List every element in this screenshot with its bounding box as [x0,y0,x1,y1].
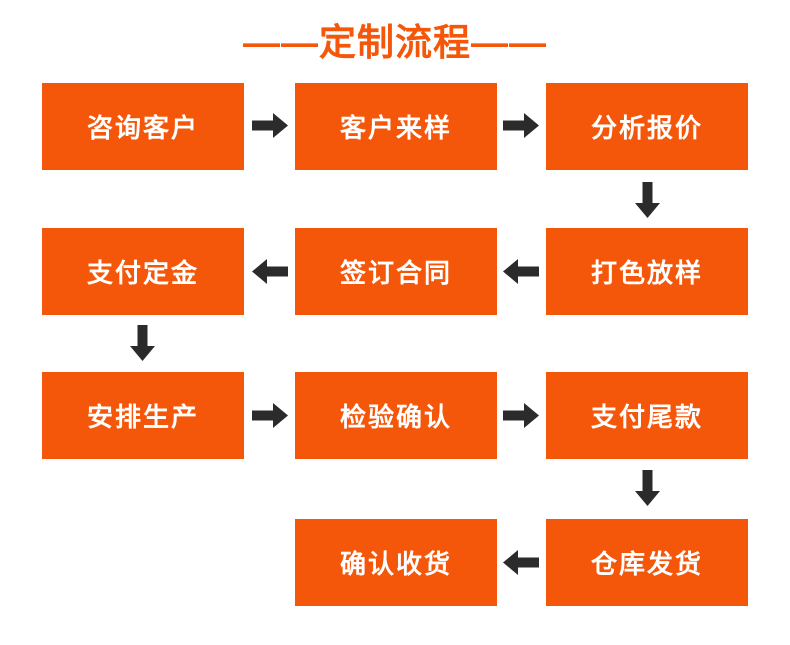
arrow-left-icon [503,259,539,284]
arrow-down-icon [635,470,660,506]
arrow-left-icon [503,550,539,575]
step-pay-balance: 支付尾款 [546,372,748,459]
arrow-left-icon [252,259,288,284]
step-warehouse-ship: 仓库发货 [546,519,748,606]
step-analyze-quote: 分析报价 [546,83,748,170]
page-title: ——定制流程—— [243,22,547,63]
step-color-proofing: 打色放样 [546,228,748,315]
step-inspection-confirm: 检验确认 [295,372,497,459]
step-sign-contract: 签订合同 [295,228,497,315]
step-customer-sample: 客户来样 [295,83,497,170]
step-consult-customer: 咨询客户 [42,83,244,170]
arrow-right-icon [252,403,288,428]
arrow-right-icon [503,403,539,428]
arrow-down-icon [130,325,155,361]
arrow-right-icon [252,113,288,138]
arrow-right-icon [503,113,539,138]
step-pay-deposit: 支付定金 [42,228,244,315]
step-confirm-receipt: 确认收货 [295,519,497,606]
step-arrange-production: 安排生产 [42,372,244,459]
arrow-down-icon [635,182,660,218]
